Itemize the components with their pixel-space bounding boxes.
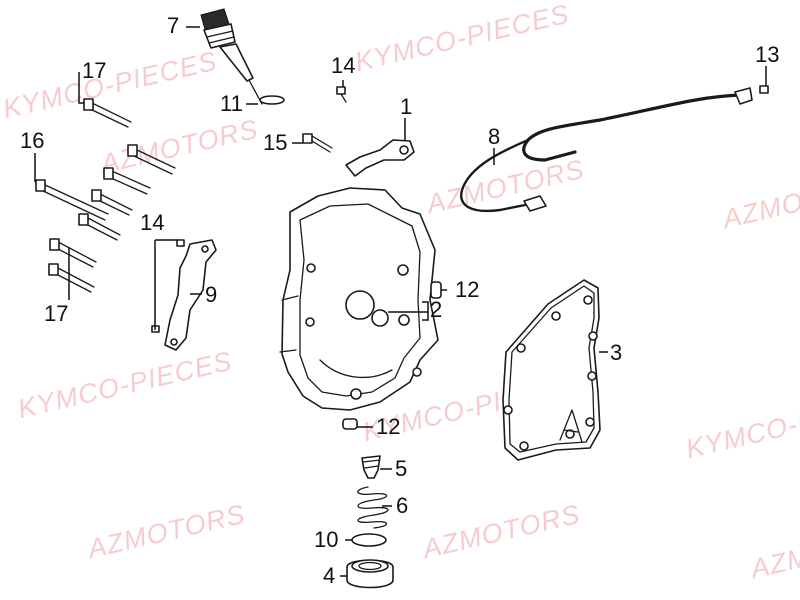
drain-cap-4-part xyxy=(346,559,394,589)
bolt-15-part xyxy=(302,133,333,153)
bolt-set-16-17 xyxy=(35,98,176,293)
callout-15: 15 xyxy=(263,130,288,155)
o-ring-part xyxy=(259,95,285,105)
o-ring-10-part xyxy=(351,533,387,547)
small-bolt-part-right xyxy=(759,85,769,94)
callout-4: 4 xyxy=(323,563,336,588)
callout-13: 13 xyxy=(755,42,780,67)
callout-5: 5 xyxy=(395,456,408,481)
callout-2: 2 xyxy=(430,297,443,322)
callout-12-lower: 12 xyxy=(376,414,401,439)
callout-1: 1 xyxy=(400,94,413,119)
callout-3: 3 xyxy=(610,340,623,365)
oil-dipstick-part xyxy=(200,8,263,105)
spring-6-part xyxy=(357,486,389,529)
dowel-pin-upper xyxy=(430,281,442,299)
callout-10: 10 xyxy=(314,527,339,552)
callout-16: 16 xyxy=(20,128,45,153)
strap-bracket-9-part xyxy=(151,239,217,351)
callout-11: 11 xyxy=(220,91,243,116)
bracket-1-part xyxy=(345,139,415,177)
dowel-pin-lower xyxy=(342,418,358,430)
callout-14-top: 14 xyxy=(331,53,356,78)
crankcase-cover-part xyxy=(279,187,439,411)
callout-8: 8 xyxy=(488,124,501,149)
callout-9: 9 xyxy=(205,282,218,307)
small-bolt-part-top xyxy=(336,86,347,103)
callout-14-mid: 14 xyxy=(140,210,165,235)
callout-12-upper: 12 xyxy=(455,277,480,302)
callout-6: 6 xyxy=(396,493,409,518)
callout-17-bottom: 17 xyxy=(44,301,69,326)
gasket-3-part xyxy=(502,279,601,461)
cable-8-part xyxy=(460,87,753,213)
leader-lines xyxy=(34,26,767,577)
filter-cap-5-part xyxy=(361,455,381,479)
callout-7: 7 xyxy=(167,13,180,38)
callout-17-top: 17 xyxy=(82,58,107,83)
